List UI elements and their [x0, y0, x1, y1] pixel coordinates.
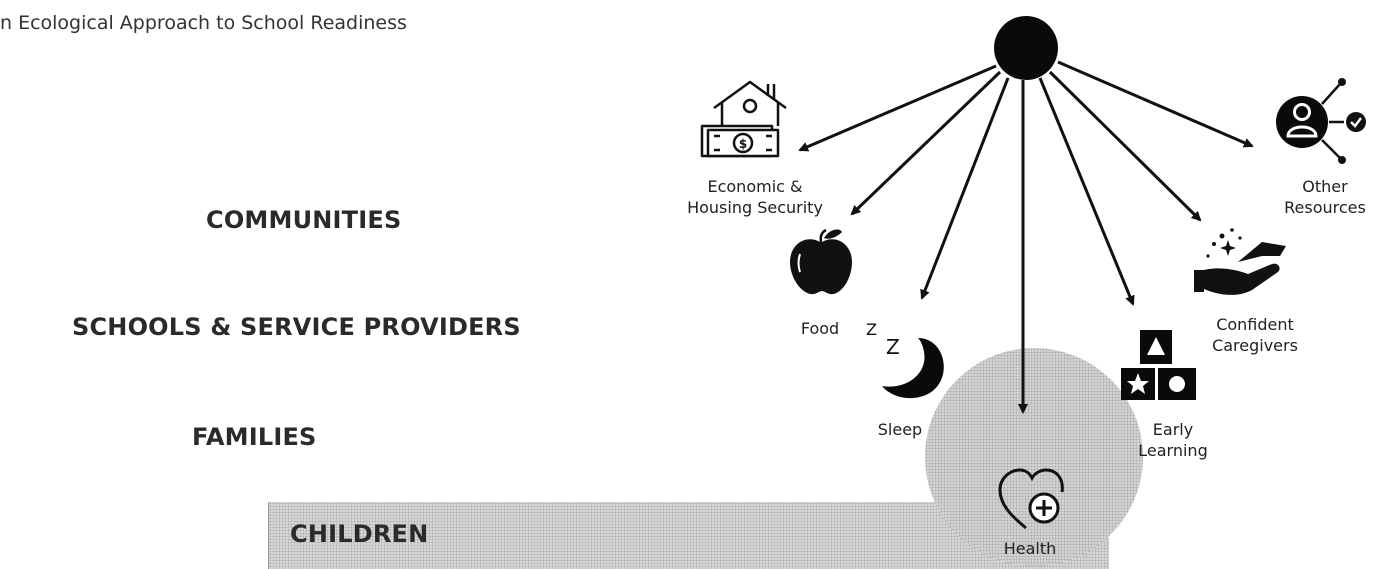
arrow-economic	[798, 64, 997, 152]
label-line: Caregivers	[1212, 336, 1298, 355]
label-food: Food	[790, 318, 850, 339]
label-other-resources: Other Resources	[1270, 176, 1380, 218]
label-confident-caregivers: Confident Caregivers	[1190, 314, 1320, 356]
heart-plus-icon	[998, 468, 1064, 530]
blocks-icon	[1121, 330, 1196, 400]
apple-icon	[790, 228, 852, 295]
label-line: Economic &	[707, 177, 803, 196]
health-circle	[925, 348, 1143, 566]
label-early-learning: Early Learning	[1128, 419, 1218, 461]
svg-text:Z: Z	[866, 320, 877, 339]
arrow-other-resources	[1057, 60, 1254, 148]
level-children: CHILDREN	[290, 520, 429, 548]
page-title: n Ecological Approach to School Readines…	[0, 12, 407, 34]
svg-text:Z: Z	[886, 335, 900, 359]
arrows	[798, 60, 1254, 414]
label-line: Confident	[1216, 315, 1294, 334]
caring-hand-icon	[1194, 228, 1286, 295]
hub-circle	[994, 16, 1058, 80]
label-line: Learning	[1138, 441, 1208, 460]
house-money-icon: $	[700, 80, 787, 158]
label-line: Housing Security	[687, 198, 823, 217]
person-network-icon	[1276, 78, 1366, 164]
arrow-early-learning	[1038, 77, 1135, 306]
moon-zz-icon: Z Z	[866, 320, 944, 399]
label-line: Early	[1152, 420, 1194, 439]
svg-text:$: $	[739, 137, 747, 151]
label-line: Resources	[1284, 198, 1366, 217]
label-line: Sleep	[877, 420, 923, 439]
level-families: FAMILIES	[192, 423, 317, 451]
label-health: Health	[995, 538, 1065, 559]
label-sleep: Sleep	[870, 419, 930, 440]
label-economic-housing-security: Economic & Housing Security	[680, 176, 830, 218]
label-line: Other	[1302, 177, 1348, 196]
label-line: Health	[1003, 539, 1057, 558]
arrow-confident-caregivers	[1048, 70, 1202, 222]
level-communities: COMMUNITIES	[206, 206, 402, 234]
level-schools-service-providers: SCHOOLS & SERVICE PROVIDERS	[72, 313, 521, 341]
arrow-sleep	[920, 77, 1010, 300]
arrow-food	[850, 70, 1002, 216]
label-line: Food	[800, 319, 840, 338]
